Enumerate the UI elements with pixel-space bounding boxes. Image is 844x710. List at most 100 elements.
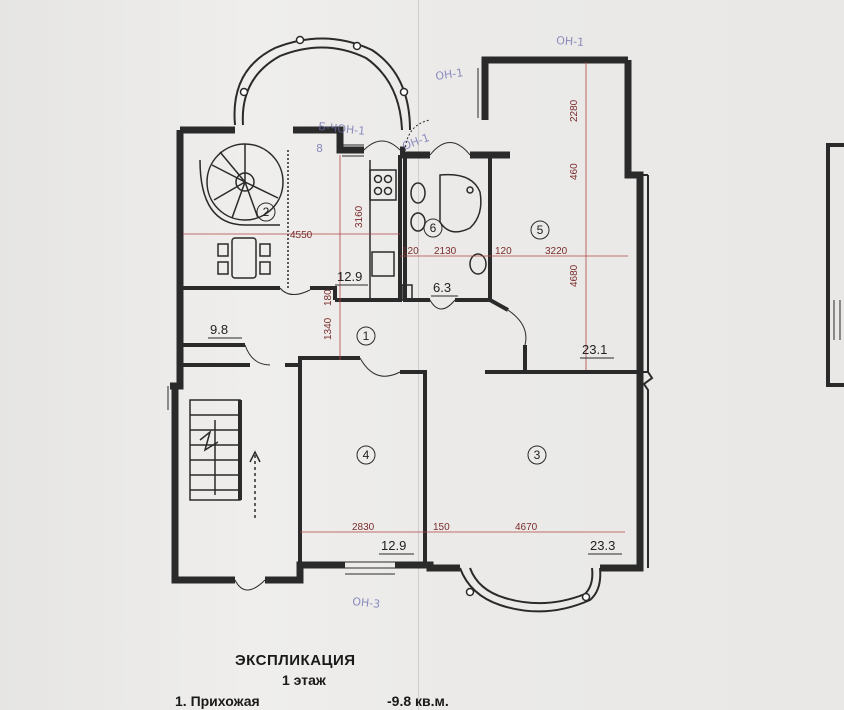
wall-left-upper: [170, 130, 184, 390]
bottom-bay-markers: [465, 587, 591, 602]
bay-outer: [233, 37, 411, 131]
area-12-9-kitchen: 12.9: [337, 269, 362, 284]
wall-bath-left: [403, 155, 430, 302]
windows: [167, 68, 485, 575]
door-swing: [244, 344, 271, 366]
legend-item-1: 1. Прихожая: [175, 693, 260, 709]
spiral-step: [211, 164, 246, 183]
wall-room4-top: [285, 356, 360, 367]
room-number-2: 2: [263, 205, 270, 219]
stove: [369, 169, 397, 201]
sink: [371, 251, 395, 277]
room-number-3: 3: [534, 448, 541, 462]
door-swing: [404, 119, 431, 156]
fridge-small: [401, 284, 413, 301]
dim-120a: 120: [402, 246, 419, 257]
door-swing: [429, 142, 471, 156]
room-number-circles: [256, 202, 550, 465]
bay-marker: [581, 592, 591, 602]
wall-room2-bottom-right: [310, 286, 337, 300]
straight-stairs: [189, 399, 261, 520]
handwritten-note: ОН-1: [401, 131, 432, 153]
dim-4670: 4670: [515, 522, 538, 533]
bay-marker: [295, 35, 305, 45]
door-swing: [363, 140, 401, 151]
handwritten-note: Б-ЧОН-1: [318, 120, 366, 138]
bathtub: [439, 173, 482, 233]
dim-2830: 2830: [352, 522, 375, 533]
wall-bottom-mid: [395, 561, 460, 572]
drain: [466, 186, 474, 194]
stair-break: [199, 429, 219, 452]
bay-marker: [352, 41, 362, 51]
handwritten-note: 8: [316, 142, 323, 155]
bottom-bay-inner: [469, 567, 594, 605]
area-6-3: 6.3: [433, 280, 451, 295]
right-gallery: [640, 174, 654, 568]
dim-460: 460: [569, 163, 580, 180]
dim-3220: 3220: [545, 246, 568, 257]
burner: [373, 174, 383, 184]
burner: [383, 186, 393, 196]
chair: [217, 243, 229, 257]
spiral-step: [244, 181, 279, 199]
area-9-8: 9.8: [210, 322, 228, 337]
wall-room5-door: [489, 298, 509, 312]
legend-item-1-area: -9.8 кв.м.: [387, 693, 449, 709]
outer-walls: [170, 56, 644, 584]
spiral-step: [244, 181, 259, 219]
basin: [469, 253, 487, 275]
wall-top-right: [481, 56, 628, 120]
dim-2130: 2130: [434, 246, 457, 257]
area-12-9-room4: 12.9: [381, 538, 406, 553]
spiral-outer: [199, 159, 280, 226]
wall-room4-3: [400, 370, 427, 565]
dim-4550: 4550: [290, 230, 313, 241]
stair-arrow-head: [249, 450, 261, 463]
room-circle: [256, 202, 276, 222]
dim-180: 180: [323, 289, 334, 306]
bath-fixtures: [410, 173, 487, 275]
adjacent-wall: [826, 143, 844, 387]
room-circle: [527, 445, 547, 465]
bay-markers: [239, 35, 409, 97]
door-swing: [507, 309, 527, 346]
wall-top-mid: [293, 126, 364, 154]
paper-fold: [418, 0, 419, 710]
spiral-step: [219, 151, 246, 183]
interior-walls: [180, 155, 640, 565]
stair-box: [189, 399, 241, 501]
handwritten-note: ОН-1: [435, 66, 464, 83]
bay-marker: [399, 87, 409, 97]
wall-bath-right: [455, 155, 492, 302]
wall-bottom-right: [600, 372, 644, 572]
wall-right: [624, 60, 644, 372]
room-number-5: 5: [537, 223, 544, 237]
door-swing: [429, 299, 456, 310]
room-circle: [356, 445, 376, 465]
burner: [373, 186, 383, 196]
handwritten-note: ОН-3: [352, 595, 381, 611]
bottom-bay-outer: [459, 567, 602, 613]
kitchen-fixtures: [369, 160, 413, 301]
wall-stair-left: [171, 386, 235, 584]
room-number-4: 4: [363, 448, 370, 462]
room-number-1: 1: [363, 329, 370, 343]
room-circle: [423, 218, 443, 238]
chair: [259, 243, 271, 257]
wall-bottom-left: [265, 561, 345, 584]
chair: [259, 261, 271, 275]
top-bay-window: [233, 37, 411, 131]
floor-label: 1 этаж: [282, 672, 326, 688]
doors: [234, 119, 527, 591]
dim-1340: 1340: [323, 317, 334, 340]
area-23-3: 23.3: [590, 538, 615, 553]
dim-120b: 120: [495, 246, 512, 257]
table-top: [231, 237, 257, 279]
handwritten-note: ОН-1: [556, 34, 585, 49]
adjacent-window: [833, 300, 841, 340]
dim-150: 150: [433, 522, 450, 533]
room-circle: [530, 220, 550, 240]
